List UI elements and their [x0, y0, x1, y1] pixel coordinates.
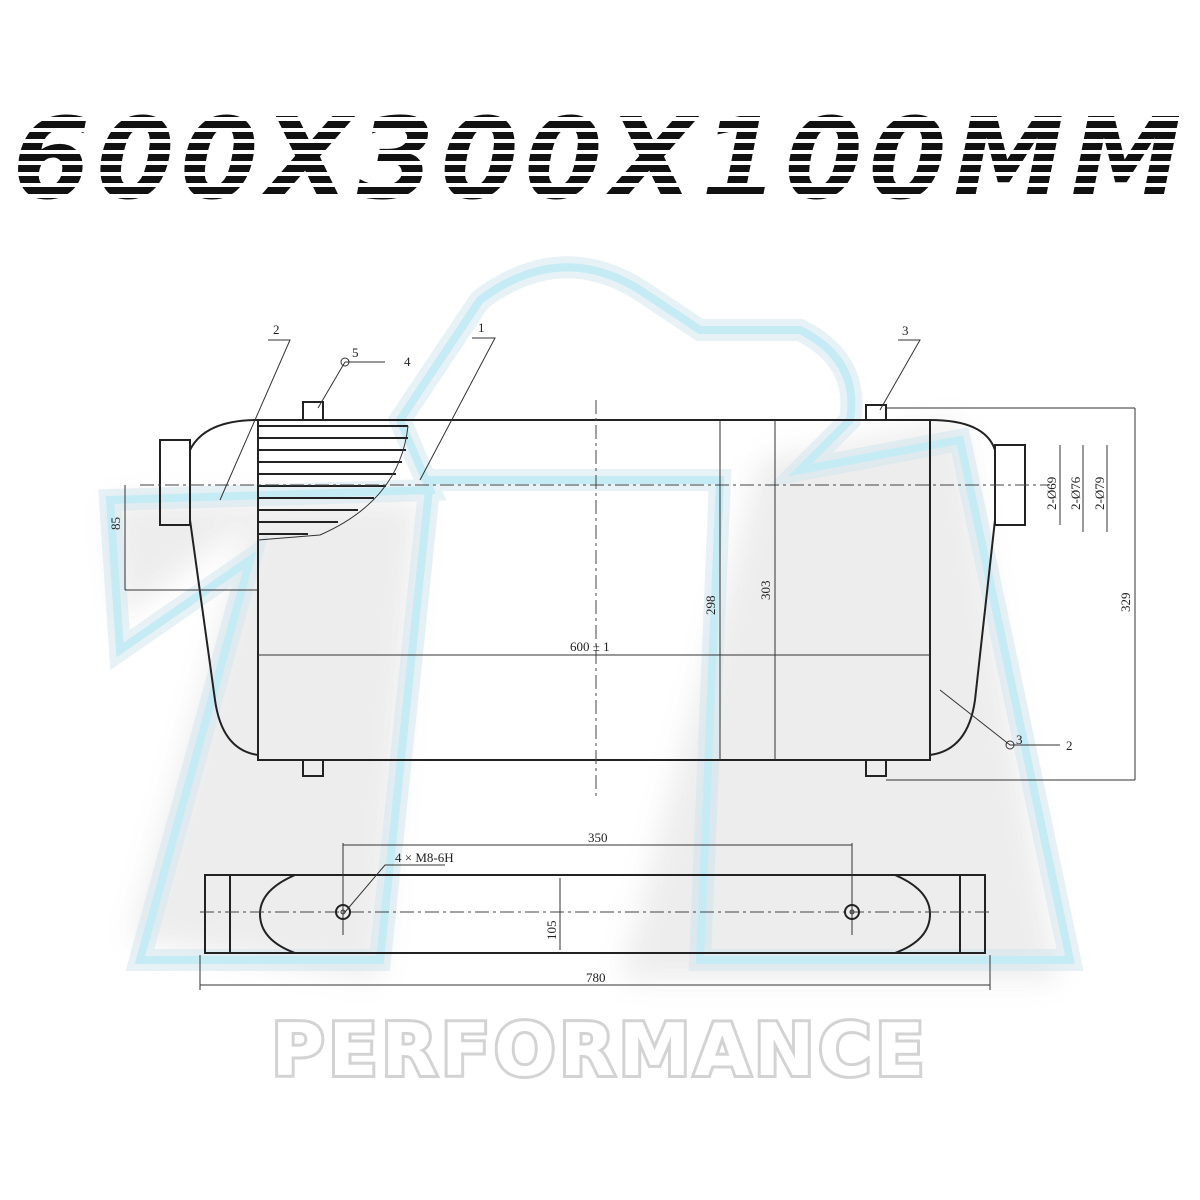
thread-callout: 4 × M8-6H [395, 850, 454, 865]
part-label-1: 1 [478, 320, 485, 335]
dim-outlet-76: 2-Ø76 [1068, 476, 1083, 510]
weld-size-bottom: 3 [1016, 732, 1023, 747]
core-fins [257, 425, 409, 541]
page-title: 600X300X100MM [13, 95, 1188, 225]
watermark-text: PERFORMANCE [272, 1008, 929, 1092]
weld-ref-bottom: 2 [1066, 738, 1073, 753]
dim-core-width: 600 ± 1 [570, 639, 610, 654]
part-label-2: 2 [273, 322, 280, 337]
dim-depth: 105 [544, 921, 559, 941]
dim-inlet-offset: 85 [108, 517, 123, 530]
dim-core-height: 298 [703, 596, 718, 616]
part-label-3: 3 [902, 323, 909, 338]
dim-outlet-69: 2-Ø69 [1044, 477, 1059, 510]
dim-tank-height: 303 [758, 581, 773, 601]
weld-size-top: 5 [352, 345, 359, 360]
bottom-view: 350 4 × M8-6H 105 780 [199, 830, 991, 990]
mounting-hole-left [335, 904, 351, 920]
dim-overall-height: 329 [1118, 593, 1133, 613]
dim-hole-spacing: 350 [588, 830, 608, 845]
weld-ref-top: 4 [404, 354, 411, 369]
dim-overall-length: 780 [586, 970, 606, 985]
dim-outlet-79: 2-Ø79 [1092, 477, 1107, 510]
watermark-logo: PERFORMANCE [98, 256, 1084, 1095]
mounting-hole-right [844, 904, 860, 920]
front-view: 2 1 3 5 4 3 2 85 298 303 329 600 ± 1 2-Ø… [108, 320, 1136, 800]
